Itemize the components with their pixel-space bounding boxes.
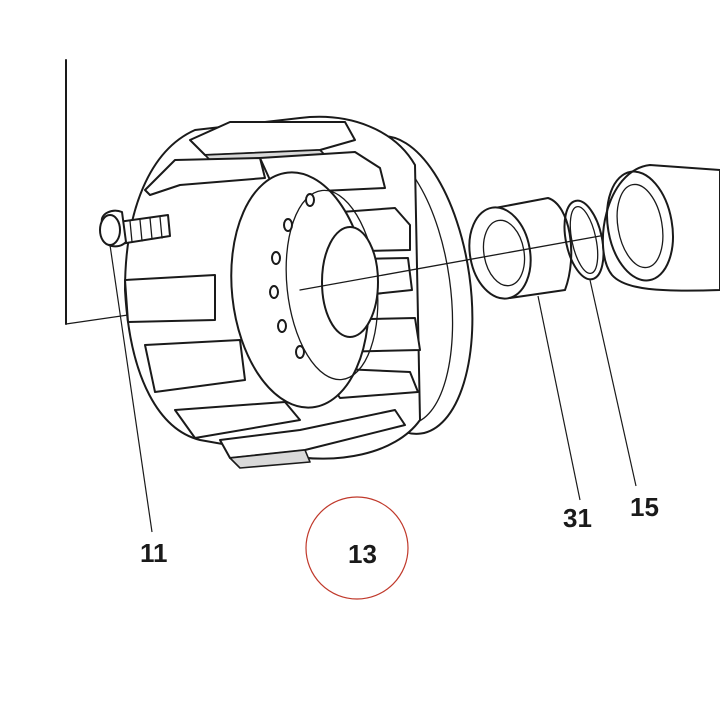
o-ring: [563, 199, 605, 281]
seal-ring: [601, 164, 720, 292]
bolt: [99, 209, 171, 248]
callout-11-label: 11: [140, 538, 168, 568]
callout-15-label: 15: [630, 492, 659, 522]
leader-lines: [109, 244, 637, 533]
callout-13-highlight-circle: [305, 496, 409, 600]
hub-bolt-holes: [269, 193, 315, 359]
center-axis: [299, 235, 601, 291]
callout-31-label: 31: [563, 503, 592, 533]
clutch-housing: [124, 115, 474, 469]
callout-13-label: 13: [348, 539, 377, 569]
